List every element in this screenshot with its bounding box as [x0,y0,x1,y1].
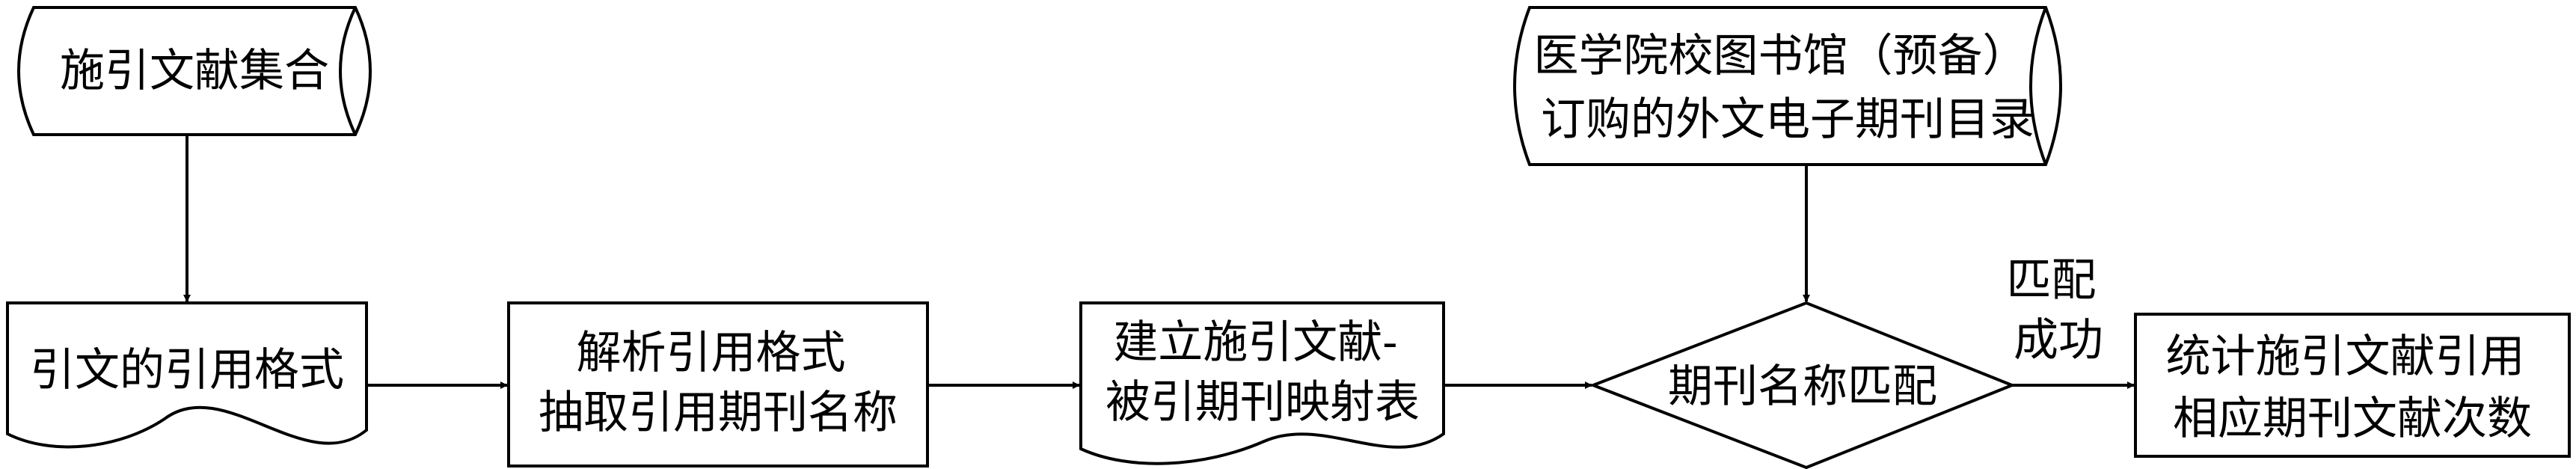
node-statistics-line-1: 统计施引文献引用 [2165,331,2524,383]
node-library-catalog-line-1: 医学院校图书馆（预备） [1533,30,2027,82]
node-parse-line-2: 抽取引用期刊名称 [539,387,898,439]
node-mapping-table-line-2: 被引期刊映射表 [1105,376,1420,429]
node-parse-line-1: 解析引用格式 [576,327,845,379]
node-name-match-label: 期刊名称匹配 [1668,361,1937,413]
node-library-catalog-line-2: 订购的外文电子期刊目录 [1541,94,2034,146]
node-name-match: 期刊名称匹配 [1589,301,2017,469]
node-parse: 解析引用格式 抽取引用期刊名称 [507,301,929,468]
node-library-catalog: 医学院校图书馆（预备） 订购的外文电子期刊目录 [1513,6,2062,166]
node-parse-label: 解析引用格式 抽取引用期刊名称 [539,327,898,439]
node-name-match-line-1: 期刊名称匹配 [1668,361,1937,413]
edge-label-match-success-line-2: 成功 [2014,314,2103,367]
node-mapping-table-label: 建立施引文献- 被引期刊映射表 [1105,316,1420,429]
node-citing-set-label: 施引文献集合 [60,45,329,97]
node-statistics: 统计施引文献引用 相应期刊文献次数 [2134,313,2571,458]
node-citation-format: 引文的引用格式 [6,301,368,449]
node-citation-format-label: 引文的引用格式 [30,344,344,396]
node-citing-set-line-1: 施引文献集合 [60,45,329,97]
node-library-catalog-label: 医学院校图书馆（预备） 订购的外文电子期刊目录 [1533,30,2041,146]
node-citation-format-line-1: 引文的引用格式 [30,344,344,396]
node-statistics-label: 统计施引文献引用 相应期刊文献次数 [2165,331,2539,445]
node-statistics-line-2: 相应期刊文献次数 [2173,393,2532,445]
node-mapping-table: 建立施引文献- 被引期刊映射表 [1079,301,1445,465]
edge-label-match-success-line-1: 匹配 [2006,254,2096,307]
edge-label-match-success: 匹配 成功 [2006,254,2110,367]
node-mapping-table-line-1: 建立施引文献- [1113,316,1397,369]
node-citing-set: 施引文献集合 [17,6,372,136]
